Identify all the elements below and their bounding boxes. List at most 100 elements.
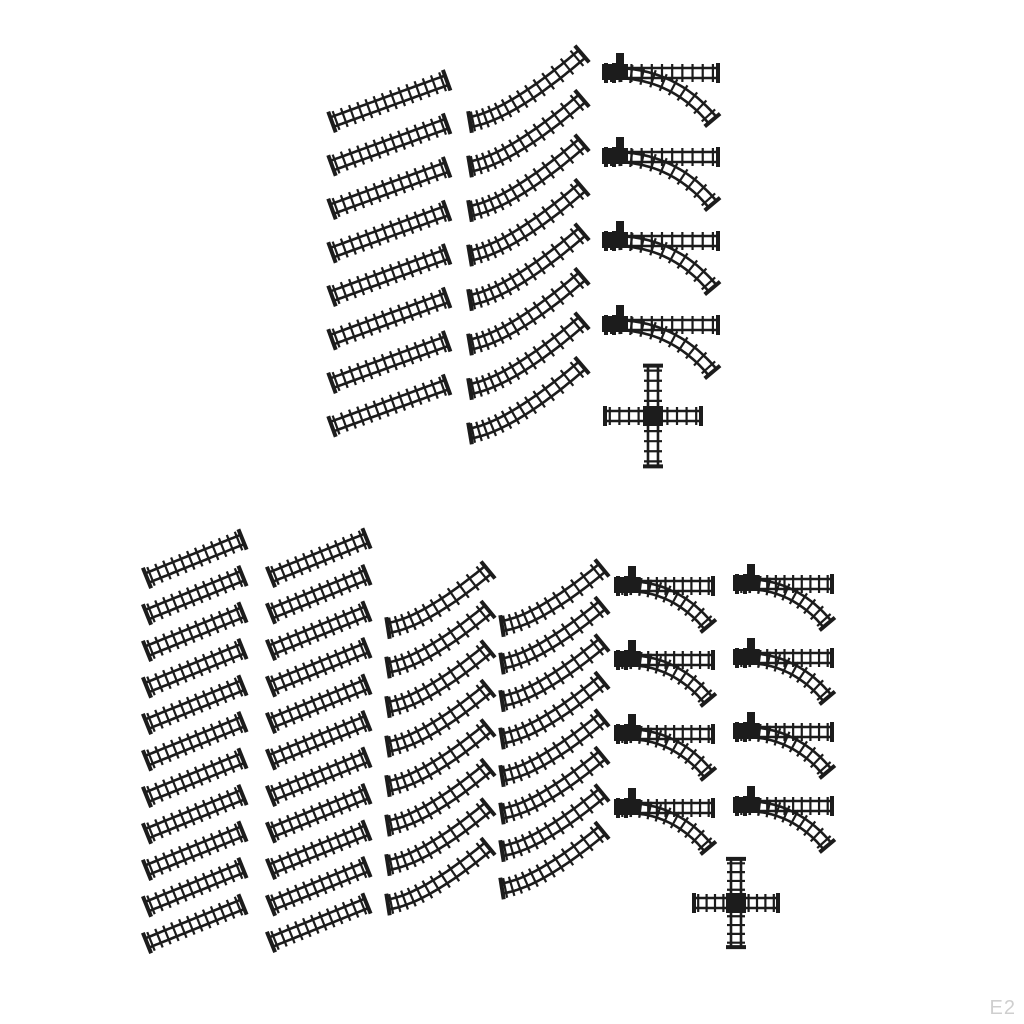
rail-joiner <box>141 749 153 772</box>
sleeper <box>270 894 280 914</box>
rail <box>614 66 718 118</box>
switch-lever <box>628 566 636 578</box>
switch-track <box>733 712 837 780</box>
rail <box>148 834 245 876</box>
rail <box>268 788 366 830</box>
sleeper <box>233 786 244 807</box>
sleeper <box>278 635 288 655</box>
sleeper <box>348 322 357 342</box>
sleeper <box>438 115 448 136</box>
sleeper <box>146 858 156 879</box>
sleeper <box>393 734 402 755</box>
sleeper <box>310 586 320 606</box>
sleeper <box>515 134 529 153</box>
rail <box>388 770 493 832</box>
sleeper <box>570 766 584 784</box>
curved-track <box>384 718 497 798</box>
curved-track <box>384 639 497 719</box>
sleeper <box>186 806 196 826</box>
sleeper <box>302 808 312 828</box>
curved-track <box>384 757 497 837</box>
sleeper <box>469 155 477 176</box>
rail-joiner <box>818 837 837 854</box>
rail-joiner <box>141 822 153 845</box>
sleeper <box>270 565 280 586</box>
sleeper <box>333 685 344 706</box>
rail-joiner <box>466 422 474 445</box>
sleeper <box>317 619 328 639</box>
sleeper <box>278 708 288 728</box>
rail-joiner <box>441 156 453 179</box>
sleeper <box>535 789 548 808</box>
sleeper <box>294 702 304 722</box>
sleeper <box>543 859 556 878</box>
sleeper <box>310 659 320 679</box>
sleeper <box>438 202 448 223</box>
rail-joiner <box>441 69 453 92</box>
straight-track <box>326 330 453 395</box>
sleeper <box>413 341 423 362</box>
curved-track <box>466 44 591 134</box>
rail-joiner <box>384 656 392 679</box>
rail <box>148 542 245 584</box>
sleeper <box>201 617 212 637</box>
sleeper <box>380 353 390 374</box>
sleeper <box>550 332 565 350</box>
rail-joiner <box>236 710 249 733</box>
sleeper <box>388 617 395 638</box>
rail-joiner <box>265 602 277 625</box>
rail-joiner <box>703 112 722 128</box>
sleeper <box>348 365 357 386</box>
switch-lever <box>616 305 624 317</box>
rail <box>329 248 446 293</box>
sleeper <box>278 671 288 692</box>
sleeper <box>388 854 395 875</box>
sleeper <box>524 351 538 370</box>
rail-joiner <box>265 748 277 771</box>
switch-lever-box <box>733 723 759 739</box>
rail-joiner <box>573 133 591 153</box>
sleeper <box>406 848 417 868</box>
rail <box>329 74 446 119</box>
rail-joiner <box>699 617 718 634</box>
rail-joiner <box>326 197 338 221</box>
sleeper <box>413 686 425 706</box>
sleeper <box>550 110 565 128</box>
rail <box>745 661 825 702</box>
sleeper <box>532 78 546 97</box>
straight-track <box>265 600 373 661</box>
sleeper <box>481 241 490 262</box>
sleeper <box>278 817 288 838</box>
sleeper <box>209 869 220 889</box>
sleeper <box>465 850 480 868</box>
sleeper <box>170 776 180 796</box>
rail <box>333 388 449 433</box>
sleeper <box>532 212 546 231</box>
sleeper <box>331 328 341 348</box>
rail-joiner <box>236 856 249 879</box>
sleeper <box>400 692 410 713</box>
sleeper <box>193 547 204 567</box>
switch-lever-box <box>733 797 759 813</box>
rail-joiner <box>326 284 338 308</box>
sleeper <box>481 108 490 128</box>
curved-track <box>384 560 497 640</box>
switch-track <box>733 638 837 706</box>
switch-track <box>733 564 837 632</box>
sleeper <box>186 879 196 899</box>
sleeper <box>233 750 244 770</box>
switch-lever-box <box>602 232 628 248</box>
sleeper <box>333 868 344 888</box>
rail <box>144 679 242 721</box>
sleeper <box>559 325 575 342</box>
rail-joiner <box>236 783 249 806</box>
sleeper <box>154 599 164 620</box>
sleeper <box>146 822 156 842</box>
sleeper <box>349 643 360 663</box>
sleeper <box>520 646 531 666</box>
sleeper <box>201 763 212 783</box>
switch-lever <box>628 640 636 652</box>
sleeper <box>541 161 556 179</box>
sleeper <box>393 813 402 834</box>
rail-joiner <box>360 563 373 586</box>
